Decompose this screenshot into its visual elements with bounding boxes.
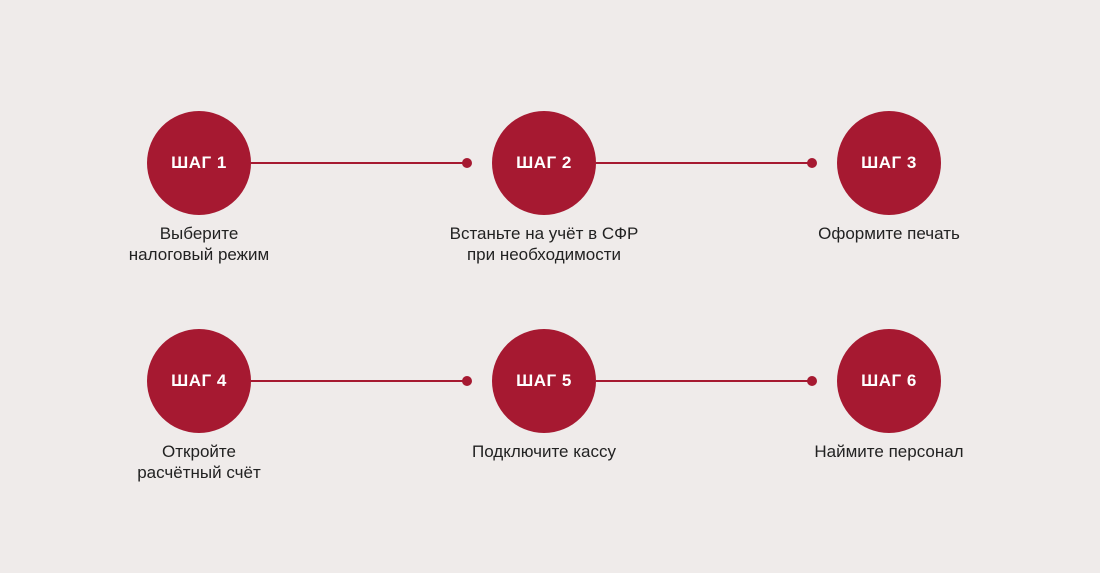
step-badge: ШАГ 5 <box>492 329 596 433</box>
connector-line <box>596 162 812 164</box>
step-badge: ШАГ 4 <box>147 329 251 433</box>
step-label-line: при необходимости <box>466 245 622 264</box>
step-badge: ШАГ 1 <box>147 111 251 215</box>
step-label-line: Выберите <box>159 224 239 243</box>
step-label: Оформите печать <box>749 223 1029 244</box>
step-label-line: Встаньте на учёт в СФР <box>449 224 639 243</box>
connector-dot <box>462 376 472 386</box>
step-badge: ШАГ 3 <box>837 111 941 215</box>
step-badge: ШАГ 2 <box>492 111 596 215</box>
step-label: Встаньте на учёт в СФР при необходимости <box>404 223 684 265</box>
connector-dot <box>807 376 817 386</box>
connector-line <box>251 380 467 382</box>
step-badge: ШАГ 6 <box>837 329 941 433</box>
step-label-line: расчётный счёт <box>137 463 261 482</box>
connector-dot <box>462 158 472 168</box>
connector-dot <box>807 158 817 168</box>
step-label: Наймите персонал <box>749 441 1029 462</box>
connector-line <box>251 162 467 164</box>
step-label-line: налоговый режим <box>128 245 270 264</box>
step-label: Откройте расчётный счёт <box>59 441 339 483</box>
step-label: Выберите налоговый режим <box>59 223 339 265</box>
connector-line <box>596 380 812 382</box>
step-label-line: Подключите кассу <box>471 442 617 461</box>
step-label-line: Наймите персонал <box>814 442 964 461</box>
step-label: Подключите кассу <box>404 441 684 462</box>
step-label-line: Откройте <box>162 442 236 461</box>
step-label-line: Оформите печать <box>818 224 960 243</box>
